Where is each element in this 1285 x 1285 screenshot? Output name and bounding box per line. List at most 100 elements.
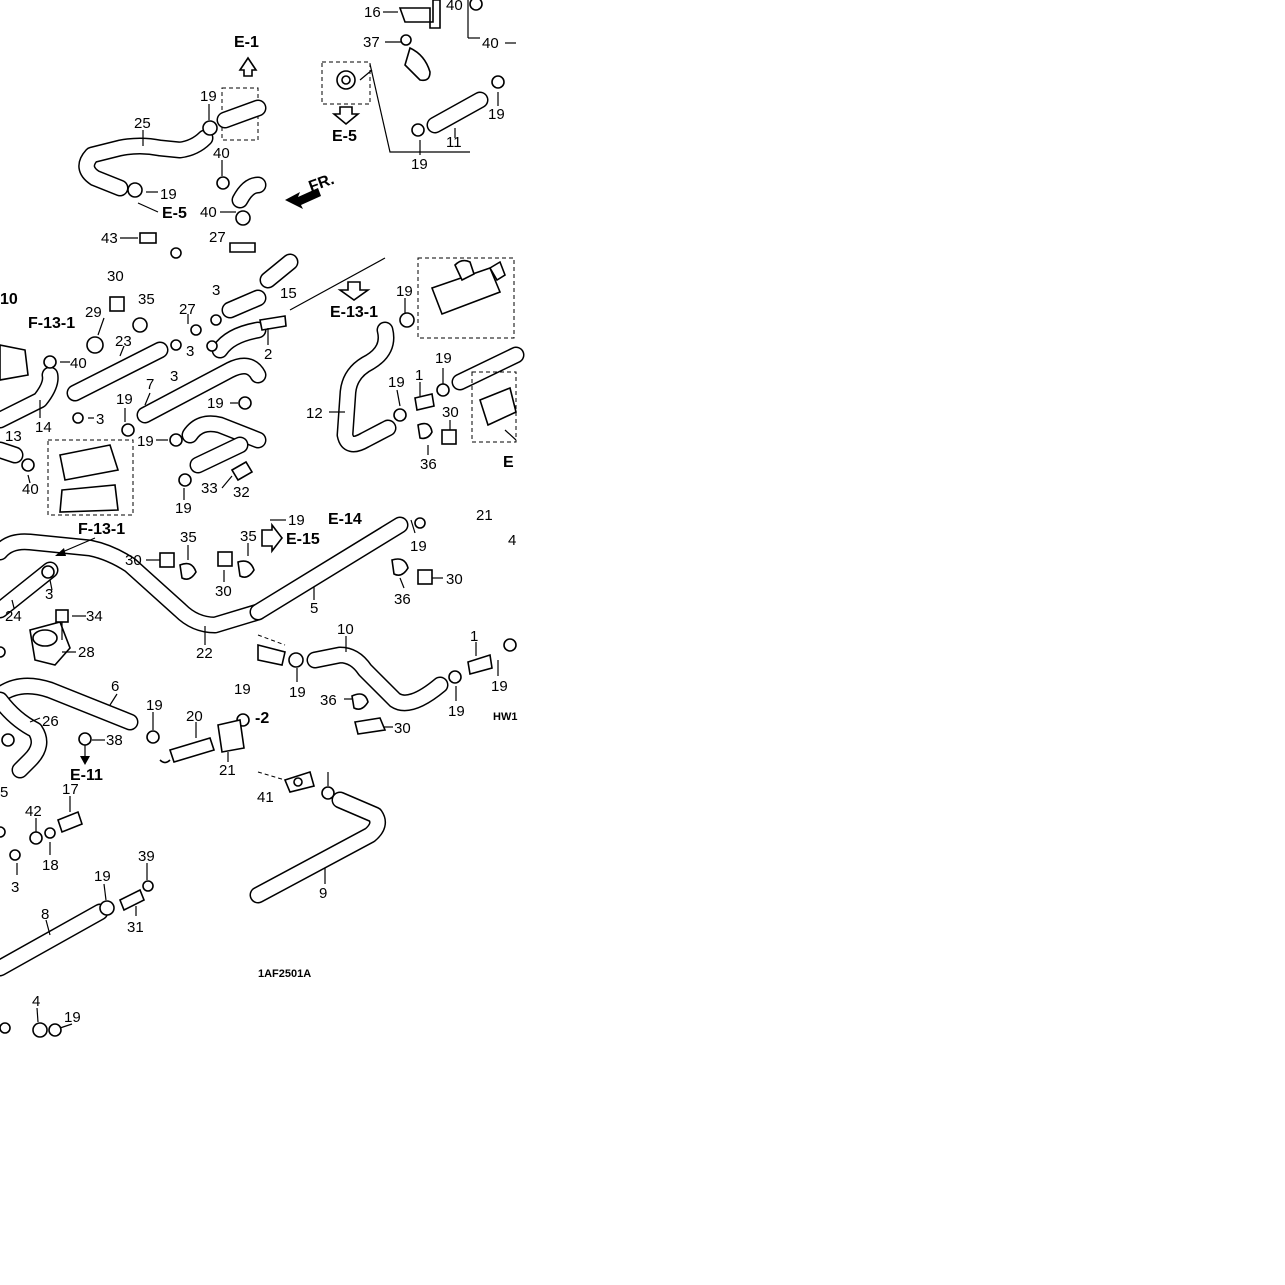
callout-40-b: 40 [200, 204, 217, 221]
callout-43: 43 [101, 230, 118, 247]
callout-3-d: 3 [96, 411, 104, 428]
ref-e1: E-1 [234, 34, 259, 51]
callout-6: 6 [111, 678, 119, 695]
callout-13: 13 [5, 428, 22, 445]
ref-e15: E-15 [286, 531, 320, 548]
callout-21-a: 21 [219, 762, 236, 779]
tile-bottom-left: F-13-1 30 35 35 30 3 24 34 28 22 6 26 19… [0, 521, 284, 784]
callout-2: 2 [264, 346, 272, 363]
callout-19-o: 19 [410, 538, 427, 555]
callout-30-f: 30 [394, 720, 411, 737]
callout-22: 22 [196, 645, 213, 662]
ref-e13-1: E-13-1 [330, 304, 378, 321]
callout-27-b: 27 [179, 301, 196, 318]
callout-30-c: 30 [125, 552, 142, 569]
tile-bottom-right: 19 E-14 E-15 21 4 19 30 36 5 10 1 19 36 … [249, 507, 517, 737]
callout-39: 39 [138, 848, 155, 865]
ref-f13-1-b: F-13-1 [78, 521, 125, 538]
callout-36-c: 36 [320, 692, 337, 709]
callout-3-f: 3 [11, 879, 19, 896]
callout-40-a: 40 [213, 145, 230, 162]
callout-40-f: 40 [22, 481, 39, 498]
callout-19-l: 19 [146, 697, 163, 714]
drawing-code-partial: HW1 [493, 711, 517, 723]
callout-16: 16 [364, 4, 381, 21]
callout-27-a: 27 [209, 229, 226, 246]
callout-19-d: 19 [411, 156, 428, 173]
callout-1-a: 1 [415, 367, 423, 384]
callout-40-c: 40 [446, 0, 463, 14]
callout-19-p: 19 [289, 684, 306, 701]
ref-e14: E-14 [328, 511, 362, 528]
callout-36-a: 36 [420, 456, 437, 473]
callout-37: 37 [363, 34, 380, 51]
callout-3-c: 3 [186, 343, 194, 360]
callout-19-f: 19 [207, 395, 224, 412]
callout-26: 26 [42, 713, 59, 730]
callout-12: 12 [306, 405, 323, 422]
callout-19-m: 19 [234, 681, 251, 698]
callout-19-j: 19 [435, 350, 452, 367]
ref-e5-a: E-5 [162, 205, 187, 222]
callout-35-b: 35 [180, 529, 197, 546]
tile-lowest-left: 5 17 42 18 3 19 39 31 8 4 19 [0, 781, 155, 1038]
callout-30-e: 30 [446, 571, 463, 588]
callout-19-g: 19 [137, 433, 154, 450]
callout-19-c: 19 [488, 106, 505, 123]
callout-32: 32 [233, 484, 250, 501]
callout-30-a: 30 [107, 268, 124, 285]
drawing-code: 1AF2501A [258, 968, 311, 980]
callout-14: 14 [35, 419, 52, 436]
callout-4-b: 4 [32, 993, 40, 1010]
callout-11: 11 [446, 134, 462, 151]
callout-9: 9 [319, 885, 327, 902]
front-marker: FR. [307, 171, 337, 196]
callout-3-a: 3 [212, 282, 220, 299]
callout-33: 33 [201, 480, 218, 497]
callout-25: 25 [134, 115, 151, 132]
callout-35-c: 35 [240, 528, 257, 545]
callout-38: 38 [106, 732, 123, 749]
callout-19-r: 19 [448, 703, 465, 720]
callout-7: 7 [146, 376, 154, 393]
callout-19-e: 19 [116, 391, 133, 408]
tile-middle-left: 10 F-13-1 30 35 29 27 3 23 40 3 3 7 15 2… [0, 253, 299, 517]
callout-1-b: 1 [470, 628, 478, 645]
callout-10: 10 [337, 621, 354, 638]
callout-18: 18 [42, 857, 59, 874]
callout-3-e: 3 [45, 586, 53, 603]
callout-19-b: 19 [160, 186, 177, 203]
callout-19-i: 19 [396, 283, 413, 300]
callout-40-d: 40 [482, 35, 499, 52]
callout-23: 23 [115, 333, 132, 350]
ref-e5-b: E-5 [332, 128, 357, 145]
callout-31: 31 [127, 919, 144, 936]
callout-19-t: 19 [64, 1009, 81, 1026]
callout-34: 34 [86, 608, 103, 625]
callout-36-b: 36 [394, 591, 411, 608]
tile-top-right: 16 40 37 40 E-5 19 11 19 [321, 0, 516, 173]
tile-lowest-right: 41 9 1AF2501A [249, 770, 387, 980]
tile-top-left: E-1 25 19 19 40 40 E-5 43 27 FR. [78, 34, 337, 259]
callout-20: 20 [186, 708, 203, 725]
callout-19-s: 19 [94, 868, 111, 885]
callout-40-e: 40 [70, 355, 87, 372]
callout-19-h: 19 [175, 500, 192, 517]
ref-2-partial: -2 [255, 710, 269, 727]
callout-3-b: 3 [170, 368, 178, 385]
callout-21-b: 21 [476, 507, 493, 524]
callout-4-a: 4 [508, 532, 516, 549]
tile-middle-right: E-13-1 19 19 1 19 12 30 36 E [289, 257, 525, 473]
callout-8: 8 [41, 906, 49, 923]
ref-10-partial: 10 [0, 291, 18, 308]
callout-19-n: 19 [288, 512, 305, 529]
callout-35-a: 35 [138, 291, 155, 308]
callout-19-q: 19 [491, 678, 508, 695]
callout-17: 17 [62, 781, 79, 798]
ref-f13-1-a: F-13-1 [28, 315, 75, 332]
callout-5: 5 [310, 600, 318, 617]
ref-e11-partial: E-11 [70, 767, 103, 784]
callout-42: 42 [25, 803, 42, 820]
callout-15: 15 [280, 285, 297, 302]
